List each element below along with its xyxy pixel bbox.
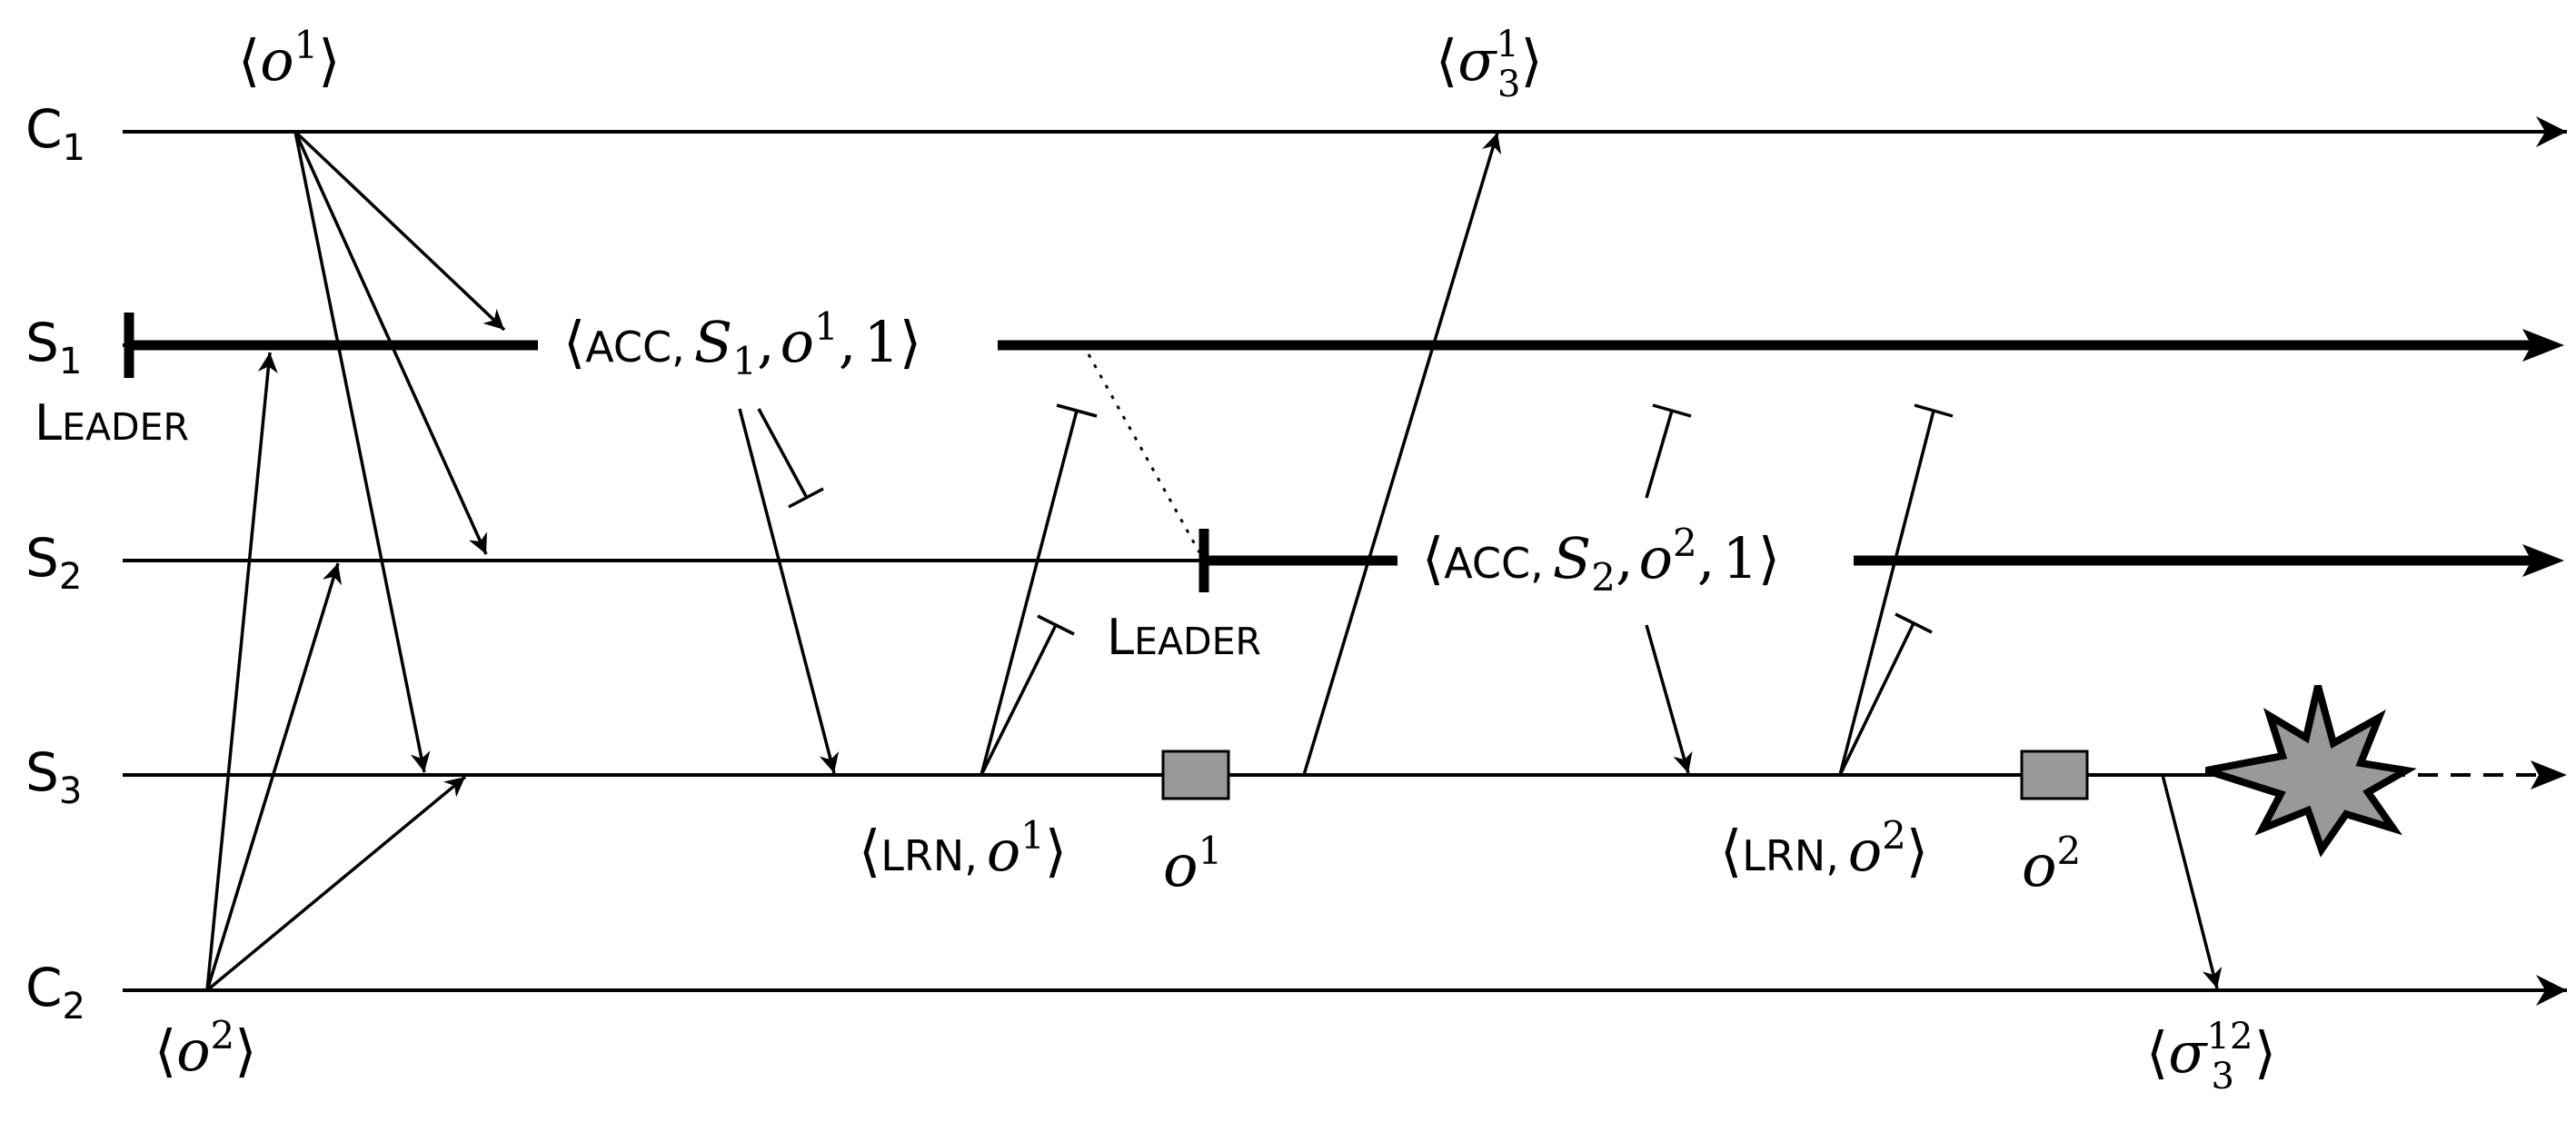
applied-op-label-o1: o1	[1163, 829, 1222, 900]
request-arrow-c1-to-s1	[293, 130, 506, 332]
reply-arrow-s3-to-c1	[1302, 132, 1502, 776]
applied-op-label-o2: o2	[2022, 829, 2081, 900]
learn-blocked-s3-to-s1-bar	[1056, 403, 1098, 418]
process-label-s1: S1	[25, 312, 82, 382]
learn-blocked-s3-to-s1	[980, 410, 1079, 776]
learn-blocked-s3-to-s2-bar	[1037, 614, 1075, 636]
request-label-c1: ⟨o1⟩	[238, 23, 340, 94]
accept-blocked-s1-to-s2	[757, 408, 809, 499]
accept-blocked-s1-to-s2-bar	[788, 487, 824, 509]
learn-blocked-s3-to-s1-second	[1838, 410, 1935, 776]
learn-blocked-s3-to-s2-second	[1838, 622, 1915, 776]
timeline-s2-arrowhead	[2522, 544, 2564, 577]
accept-arrow-s2-to-s3	[1645, 624, 1693, 774]
leader-failover-dotted	[1087, 353, 1201, 553]
learn-message-o1: ⟨LRN,o1⟩	[859, 813, 1067, 884]
applied-op-box-o2	[2020, 750, 2089, 800]
request-arrow-c2-to-s2	[205, 562, 343, 991]
process-label-s3: S3	[25, 741, 82, 812]
request-arrow-c1-to-s3	[293, 131, 431, 773]
reply-arrow-s3-to-c2	[2161, 774, 2223, 989]
process-label-c1: C1	[25, 98, 85, 169]
leader-label-s2: LEADER	[1107, 609, 1261, 666]
accept-blocked-s2-to-s1	[1645, 410, 1674, 499]
learn-blocked-s3-to-s1-second-bar	[1914, 403, 1954, 418]
request-arrow-c2-to-s1	[205, 352, 278, 991]
process-label-c2: C2	[25, 957, 85, 1028]
accept-message-s2: ⟨ACC,S2,o2,1⟩	[1422, 521, 1780, 600]
request-label-c2: ⟨o2⟩	[154, 1013, 256, 1084]
process-label-s2: S2	[25, 527, 82, 598]
explosion-icon	[2204, 684, 2417, 858]
request-arrow-c2-to-s3	[205, 775, 467, 992]
accept-blocked-s2-to-s1-bar	[1652, 403, 1692, 418]
learn-blocked-s3-to-s2-second-bar	[1895, 612, 1933, 634]
request-arrow-c1-to-s2	[293, 131, 488, 555]
learn-blocked-s3-to-s2	[980, 624, 1058, 776]
applied-op-box-o1	[1161, 750, 1230, 800]
learn-message-o2: ⟨LRN,o2⟩	[1720, 813, 1928, 884]
accept-message-s1: ⟨ACC,S1,o1,1⟩	[563, 304, 921, 383]
accept-arrow-s1-to-s3	[738, 408, 840, 774]
leader-label-s1: LEADER	[35, 394, 189, 452]
timeline-s3-arrowhead	[2531, 760, 2567, 789]
timeline-s1-arrowhead	[2522, 329, 2564, 362]
